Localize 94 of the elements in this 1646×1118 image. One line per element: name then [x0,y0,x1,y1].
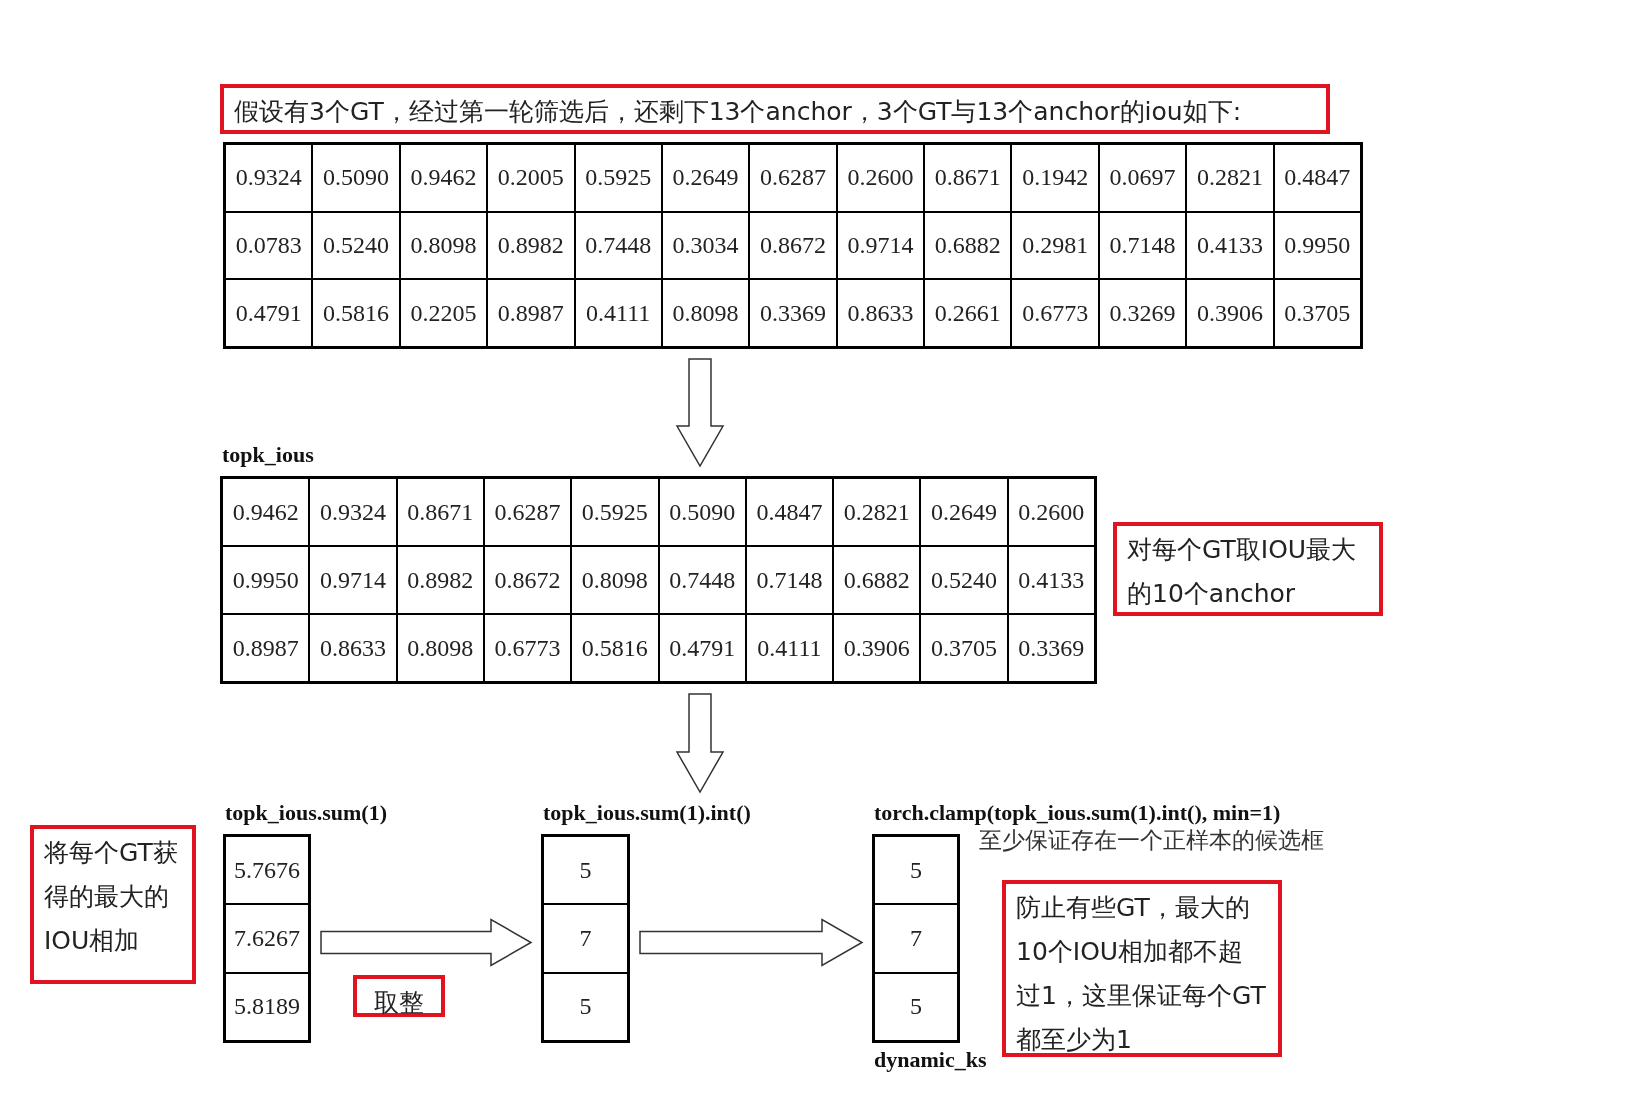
table-cell: 0.6287 [749,144,837,212]
hollow-arrow [639,918,864,967]
table-cell: 5 [874,836,958,905]
hollow-arrow [675,693,725,794]
table-cell: 0.9950 [1273,211,1361,280]
table-cell: 0.2661 [924,279,1012,347]
table-cell: 5 [874,972,958,1041]
table-cell: 0.9324 [309,478,397,546]
table-cell: 0.9324 [225,144,313,212]
table-cell: 0.2005 [487,144,575,212]
table-cell: 7 [543,904,628,973]
table-cell: 0.3906 [833,614,921,682]
table-cell: 7.6267 [225,904,309,973]
table-cell: 0.4791 [658,614,746,682]
side-note: 至少保证存在一个正样本的候选框 [979,826,1324,855]
table-cell: 0.1942 [1011,144,1099,212]
note-box: 对每个GT取IOU最大的10个anchor [1113,522,1383,616]
table-cell: 0.8633 [836,279,925,347]
table-cell: 0.4791 [225,279,313,347]
table-heading: torch.clamp(topk_ious.sum(1).int(), min=1) [874,800,1281,826]
table-cell: 0.8987 [487,279,575,347]
table-cell: 0.6882 [924,211,1012,280]
table-cell: 0.0697 [1098,144,1187,212]
table-cell: 0.6287 [483,478,572,546]
table-cell: 0.4847 [745,478,834,546]
note-box: 假设有3个GT，经过第一轮筛选后，还剩下13个anchor，3个GT与13个anchor的iou如下: [220,84,1330,134]
table-cell: 0.3705 [920,614,1008,682]
table-cell: 0.3369 [749,279,837,347]
note-box: 将每个GT获得的最大的IOU相加 [30,825,196,984]
table-cell: 0.9950 [222,546,310,614]
table-cell: 0.3269 [1098,279,1187,347]
table-cell: 0.8633 [309,614,397,682]
table-cell: 0.2649 [920,478,1008,546]
table-cell: 0.3369 [1007,614,1095,682]
table-cell: 0.7148 [745,546,834,614]
table-cell: 0.0783 [225,211,313,280]
table-cell: 0.9714 [836,211,925,280]
table-cell: 0.8098 [571,546,659,614]
table-cell: 5.8189 [225,972,309,1041]
table-cell: 0.5925 [574,144,662,212]
table-cell: 0.2600 [836,144,925,212]
table-cell: 0.6773 [483,614,572,682]
table-cell: 0.2600 [1007,478,1095,546]
table-cell: 0.8672 [483,546,572,614]
table-cell: 0.6882 [833,546,921,614]
table-cell: 0.3034 [661,211,750,280]
table-heading: topk_ious.sum(1).int() [543,800,751,826]
table-cell: 0.4847 [1273,144,1361,212]
table-cell: 0.7448 [574,211,662,280]
table-cell: 0.8671 [396,478,484,546]
table-cell: 0.7448 [658,546,746,614]
table-cell: 5.7676 [225,836,309,905]
table-heading: topk_ious.sum(1) [225,800,387,826]
table-cell: 0.9714 [309,546,397,614]
table-cell: 0.2205 [399,279,488,347]
table-cell: 0.9462 [399,144,488,212]
table-cell: 0.9462 [222,478,310,546]
table-cell: 0.4133 [1007,546,1095,614]
note-box: 防止有些GT，最大的10个IOU相加都不超过1，这里保证每个GT都至少为1 [1002,880,1282,1057]
table-cell: 0.8098 [399,211,488,280]
table-cell: 0.2649 [661,144,750,212]
table-cell: 0.5925 [571,478,659,546]
column-caption: dynamic_ks [874,1047,987,1073]
table-cell: 0.7148 [1098,211,1187,280]
table-cell: 0.6773 [1011,279,1099,347]
table-cell: 7 [874,904,958,973]
table-cell: 0.5090 [658,478,746,546]
table-cell: 0.8098 [396,614,484,682]
table-cell: 5 [543,836,628,905]
hollow-arrow [675,358,725,468]
table-cell: 5 [543,972,628,1041]
table-cell: 0.5240 [920,546,1008,614]
table-cell: 0.2821 [1186,144,1274,212]
table-cell: 0.4111 [745,614,834,682]
table-cell: 0.5816 [571,614,659,682]
table-cell: 0.5816 [312,279,400,347]
table-cell: 0.8671 [924,144,1012,212]
table-cell: 0.2821 [833,478,921,546]
table-cell: 0.2981 [1011,211,1099,280]
table-cell: 0.4133 [1186,211,1274,280]
table-cell: 0.3906 [1186,279,1274,347]
table-cell: 0.5090 [312,144,400,212]
table-cell: 0.8987 [222,614,310,682]
note-box: 取整 [353,975,445,1017]
table-heading: topk_ious [222,442,314,468]
table-cell: 0.8098 [661,279,750,347]
data-table [223,142,1363,349]
table-cell: 0.4111 [574,279,662,347]
table-cell: 0.5240 [312,211,400,280]
table-cell: 0.8982 [396,546,484,614]
table-cell: 0.8672 [749,211,837,280]
table-cell: 0.8982 [487,211,575,280]
table-cell: 0.3705 [1273,279,1361,347]
hollow-arrow [320,918,533,967]
